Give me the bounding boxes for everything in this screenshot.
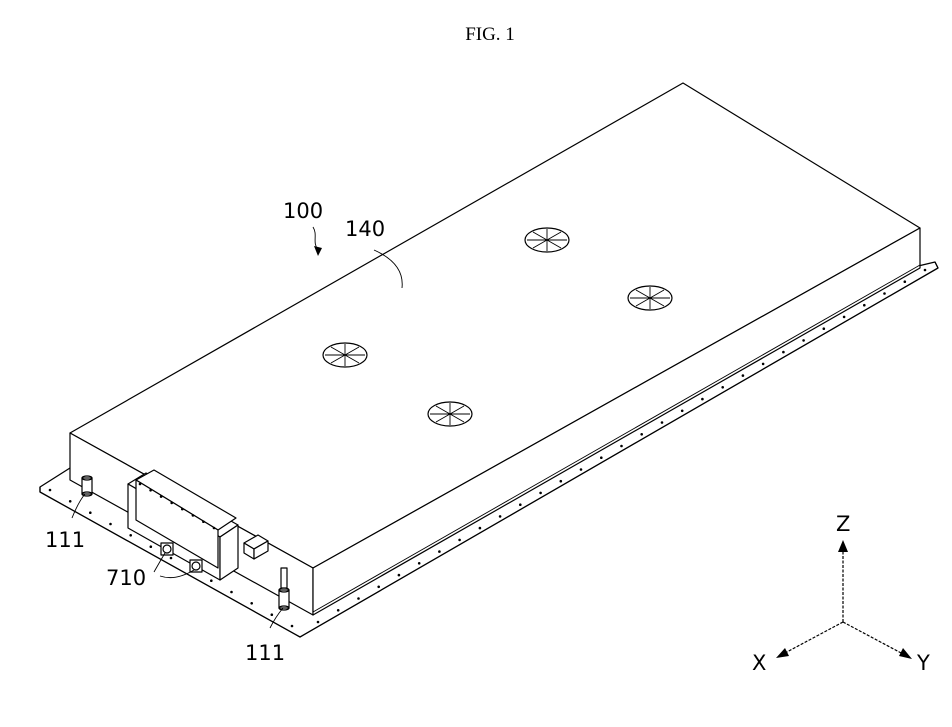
bolt-hole bbox=[170, 557, 173, 560]
bolt-hole bbox=[109, 523, 112, 526]
bolt-hole bbox=[213, 527, 216, 530]
bolt-hole bbox=[418, 562, 421, 565]
bolt-hole bbox=[89, 511, 92, 514]
coordinate-axes bbox=[776, 540, 912, 659]
bolt-hole bbox=[317, 621, 320, 624]
bolt-hole bbox=[139, 483, 142, 486]
bolt-hole bbox=[398, 574, 401, 577]
bolt-hole bbox=[129, 534, 132, 537]
bolt-hole bbox=[640, 433, 643, 436]
arrow-100-head bbox=[314, 246, 322, 256]
bolt-hole bbox=[230, 591, 233, 594]
bolt-hole bbox=[721, 386, 724, 389]
bolt-hole bbox=[802, 339, 805, 342]
bolt-hole bbox=[458, 539, 461, 542]
bolt-hole bbox=[823, 327, 826, 330]
label-111-left: 111 bbox=[45, 528, 85, 552]
z-arrow-head bbox=[838, 540, 848, 552]
bolt-hole bbox=[202, 520, 205, 523]
bolt-hole bbox=[519, 503, 522, 506]
port-111-left bbox=[82, 476, 92, 496]
bolt-hole bbox=[192, 514, 195, 517]
bolt-hole bbox=[904, 280, 907, 283]
bolt-hole bbox=[250, 602, 253, 605]
bolt-hole bbox=[438, 550, 441, 553]
vent-fan-3 bbox=[323, 343, 367, 367]
bolt-hole bbox=[337, 609, 340, 612]
label-140: 140 bbox=[345, 217, 385, 241]
bolt-hole bbox=[160, 495, 163, 498]
bolt-hole bbox=[499, 515, 502, 518]
axis-label-x: X bbox=[752, 651, 766, 675]
bolt-hole bbox=[924, 269, 927, 272]
bolt-hole bbox=[600, 456, 603, 459]
figure-title: FIG. 1 bbox=[465, 24, 515, 45]
bolt-hole bbox=[701, 398, 704, 401]
bolt-hole bbox=[149, 489, 152, 492]
bolt-hole bbox=[742, 374, 745, 377]
bolt-hole bbox=[681, 410, 684, 413]
bolt-hole bbox=[69, 500, 72, 503]
bolt-hole bbox=[782, 351, 785, 354]
bolt-hole bbox=[210, 579, 213, 582]
bolt-hole bbox=[150, 545, 153, 548]
label-111-right: 111 bbox=[245, 641, 285, 665]
bolt-hole bbox=[843, 316, 846, 319]
y-arrow-head bbox=[899, 648, 912, 659]
vent-fan-4 bbox=[428, 402, 472, 426]
x-arrow-head bbox=[776, 648, 789, 658]
bolt-hole bbox=[560, 480, 563, 483]
axis-label-z: Z bbox=[836, 512, 850, 536]
bolt-hole bbox=[271, 613, 274, 616]
bolt-hole bbox=[181, 508, 184, 511]
bolt-hole bbox=[661, 421, 664, 424]
bolt-hole bbox=[883, 292, 886, 295]
label-100: 100 bbox=[283, 199, 323, 223]
bolt-hole bbox=[863, 304, 866, 307]
bolt-hole bbox=[539, 492, 542, 495]
bolt-hole bbox=[291, 625, 294, 628]
vent-fan-2 bbox=[628, 286, 672, 310]
bolt-hole bbox=[49, 489, 52, 492]
label-710: 710 bbox=[106, 566, 146, 590]
bolt-hole bbox=[170, 502, 173, 505]
bolt-hole bbox=[580, 468, 583, 471]
vent-fan-1 bbox=[525, 228, 569, 252]
bolt-hole bbox=[377, 586, 380, 589]
bolt-hole bbox=[762, 363, 765, 366]
axis-label-y: Y bbox=[916, 651, 930, 675]
bolt-hole bbox=[479, 527, 482, 530]
bolt-hole bbox=[357, 597, 360, 600]
bolt-hole bbox=[620, 445, 623, 448]
